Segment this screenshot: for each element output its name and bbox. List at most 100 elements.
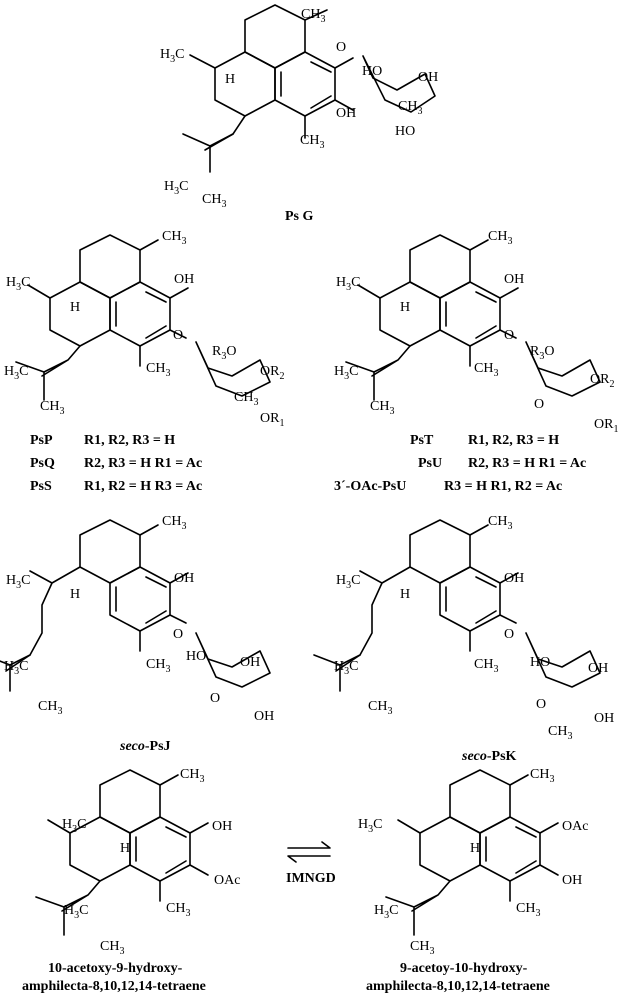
psp-h3c-prenyl-label: H3C [4,364,28,382]
structure-psp [15,234,271,401]
seco-psk-ch3-sugar-label: CH3 [548,724,572,742]
acetoxy-right-h-label: H [470,841,480,856]
psp-ch3-prenyl-label: CH3 [40,399,64,417]
reaction-label: IMNGD [286,871,336,886]
acetoxy-right-ch3-label: CH3 [530,767,554,785]
seco-psj-h3c-tail-label: H3C [4,659,28,677]
acetoxy-left-name-line2: amphilecta-8,10,12,14-tetraene [22,979,206,994]
seco-psk-caption: seco-PsK [461,749,517,764]
psp-row-name: PsP [30,433,53,448]
psq-row-name: PsQ [30,456,55,471]
psp-row-rgroups: R1, R2, R3 = H [84,433,175,448]
seco-psj-oh-label: OH [174,571,194,586]
pst-ch3-ar-label: CH3 [474,361,498,379]
pst-r3o-label: R3O [530,344,554,362]
psp-or1-label: OR1 [260,411,284,429]
psp-h3c-label: H3C [6,275,30,293]
pst-ch3-label: CH3 [488,229,512,247]
pst-h-label: H [400,300,410,315]
psp-or2-label: OR2 [260,364,284,382]
seco-psj-oh3-label: OH [254,709,274,724]
seco-psj-name: -PsJ [145,739,171,754]
ps-g-ch3-ar-label: CH3 [300,133,324,151]
seco-psk-oh-label: OH [504,571,524,586]
structure-ps-g [182,4,436,173]
acetoxy-left-oh-label: OH [212,819,232,834]
pst-ch3-prenyl-label: CH3 [370,399,394,417]
structure-acetoxy-right [385,769,559,936]
acetoxy-left-h-label: H [120,841,130,856]
pst-h3c-prenyl-label: H3C [334,364,358,382]
psp-ch3-label: CH3 [162,229,186,247]
seco-psj-ch3-label: CH3 [162,514,186,532]
acetoxy-right-ch3-prenyl-label: CH3 [410,939,434,957]
ps-g-ch3-label: CH3 [301,7,325,25]
acetoxy-left-name-line1: 10-acetoxy-9-hydroxy- [48,961,183,976]
seco-psk-oh2-label: OH [588,661,608,676]
seco-psk-h-label: H [400,587,410,602]
acetoxy-right-h3c-label: H3C [358,817,382,835]
pst-table: PsT R1, R2, R3 = H PsU R2, R3 = H R1 = A… [334,433,586,494]
seco-psk-ho-label: HO [530,655,550,670]
psq-row-rgroups: R2, R3 = H R1 = Ac [84,456,202,471]
pst-row-rgroups: R1, R2, R3 = H [468,433,559,448]
seco-psk-name: -PsK [487,749,517,764]
pss-row-name: PsS [30,479,52,494]
seco-psj-ch3-ar-label: CH3 [146,657,170,675]
acetoxy-left-h3c-prenyl-label: H3C [64,903,88,921]
seco-psj-o-label: O [173,627,183,642]
oac-psu-row-rgroups: R3 = H R1, R2 = Ac [444,479,562,494]
seco-psk-o-label: O [504,627,514,642]
ps-g-h3c-label: H3C [160,47,184,65]
acetoxy-right-name-line1: 9-acetoy-10-hydroxy- [400,961,528,976]
ps-g-h3c-prenyl-label: H3C [164,179,188,197]
psp-table: PsP R1, R2, R3 = H PsQ R2, R3 = H R1 = A… [30,433,202,494]
psp-o-label: O [173,328,183,343]
psp-r3o-label: R3O [212,344,236,362]
structure-seco-psk [313,519,601,692]
structure-acetoxy-left [35,769,209,936]
pst-or2-label: OR2 [590,372,614,390]
seco-psk-prefix: seco [461,749,487,764]
acetoxy-right-ch3-ar-label: CH3 [516,901,540,919]
psu-row-rgroups: R2, R3 = H R1 = Ac [468,456,586,471]
pss-row-rgroups: R1, R2 = H R3 = Ac [84,479,202,494]
seco-psk-h3c-label: H3C [336,573,360,591]
pst-or1-label: OR1 [594,417,618,435]
acetoxy-left-ch3-prenyl-label: CH3 [100,939,124,957]
psp-ch3-sugar-label: CH3 [234,390,258,408]
seco-psk-ch3-ar-label: CH3 [474,657,498,675]
ps-g-caption: Ps G [285,209,314,224]
ps-g-ch3-sugar-label: CH3 [398,99,422,117]
pst-oh-label: OH [504,272,524,287]
structure-seco-psj [0,519,271,692]
seco-psj-ch3-tail-label: CH3 [38,699,62,717]
pst-o-label: O [504,328,514,343]
seco-psk-ch3-tail-label: CH3 [368,699,392,717]
acetoxy-left-ch3-ar-label: CH3 [166,901,190,919]
ps-g-h-label: H [225,72,235,87]
seco-psj-prefix: seco [119,739,145,754]
seco-psj-h-label: H [70,587,80,602]
ps-g-oh2-label: OH [418,70,438,85]
ps-g-ho2-label: HO [395,124,415,139]
seco-psj-oh2-label: OH [240,655,260,670]
oac-psu-row-name: 3´-OAc-PsU [334,479,406,494]
seco-psj-o-sugar-label: O [210,691,220,706]
ps-g-oh-label: OH [336,106,356,121]
psu-row-name: PsU [418,456,442,471]
psp-ch3-ar-label: CH3 [146,361,170,379]
acetoxy-left-h3c-label: H3C [62,817,86,835]
ps-g-ch3-prenyl-label: CH3 [202,192,226,210]
acetoxy-right-name-line2: amphilecta-8,10,12,14-tetraene [366,979,550,994]
seco-psk-o-sugar-label: O [536,697,546,712]
pst-h3c-label: H3C [336,275,360,293]
acetoxy-right-oac-label: OAc [562,819,588,834]
psp-oh-label: OH [174,272,194,287]
seco-psk-oh3-label: OH [594,711,614,726]
ps-g-o-label: O [336,40,346,55]
seco-psj-h3c-label: H3C [6,573,30,591]
seco-psk-ch3-label: CH3 [488,514,512,532]
acetoxy-right-h3c-prenyl-label: H3C [374,903,398,921]
